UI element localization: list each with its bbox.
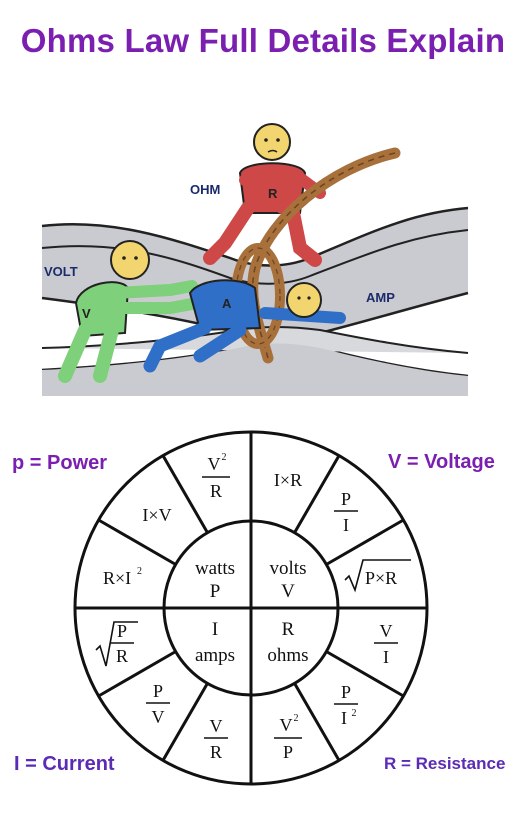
a-letter: A [222, 296, 232, 311]
svg-text:V: V [210, 716, 223, 736]
svg-text:V: V [380, 621, 393, 641]
svg-text:R×I: R×I [103, 568, 131, 588]
amp-character: A [143, 279, 346, 373]
svg-text:I: I [341, 708, 347, 728]
formula-i-times-r: I×R [274, 470, 302, 490]
svg-text:R: R [116, 646, 128, 666]
formula-v2-over-p: V 2 P [274, 713, 302, 762]
formula-p-over-i: P I [334, 489, 358, 535]
svg-text:V: V [280, 715, 293, 735]
amp-label: AMP [366, 290, 395, 305]
formula-p-over-v: P V [146, 681, 170, 727]
svg-text:P: P [117, 621, 127, 641]
svg-text:P×R: P×R [365, 568, 397, 588]
formula-v2-over-r: V 2 R [202, 452, 230, 501]
watts-word: watts [195, 558, 235, 579]
resistance-legend: R = Resistance [384, 754, 506, 773]
amps-symbol: I [212, 619, 218, 640]
svg-text:2: 2 [137, 566, 142, 577]
volts-word: volts [270, 558, 307, 579]
watts-symbol: P [210, 581, 221, 602]
voltage-legend: V = Voltage [388, 451, 495, 473]
volts-symbol: V [281, 581, 295, 602]
ohms-law-cartoon: R V A OHM VOLT AMP [41, 123, 469, 396]
svg-text:V: V [208, 454, 221, 474]
v-letter: V [82, 306, 91, 321]
svg-text:R: R [210, 481, 222, 501]
formula-i-times-v: I×V [142, 505, 171, 525]
ohms-symbol: R [282, 619, 295, 640]
svg-text:V: V [152, 707, 165, 727]
amps-word: amps [195, 645, 235, 666]
current-legend: I = Current [14, 753, 115, 775]
volt-label: VOLT [44, 264, 78, 279]
svg-text:I: I [343, 515, 349, 535]
ohms-word: ohms [267, 645, 308, 666]
formula-r-times-i2: R×I 2 [103, 566, 142, 588]
formula-v-over-i: V I [374, 621, 398, 667]
svg-text:2: 2 [294, 713, 299, 724]
svg-text:2: 2 [222, 452, 227, 463]
ohm-label: OHM [190, 182, 220, 197]
formula-sqrt-p-times-r: P×R [344, 559, 411, 593]
formula-sqrt-p-over-r: P R [95, 621, 138, 667]
ohms-law-wheel: watts P volts V I amps R ohms V 2 R I×V … [73, 430, 429, 786]
power-legend: p = Power [12, 452, 108, 474]
page-title: Ohms Law Full Details Explain [20, 22, 506, 59]
svg-text:2: 2 [352, 708, 357, 719]
svg-text:P: P [341, 489, 351, 509]
svg-text:P: P [283, 742, 293, 762]
formula-v-over-r: V R [204, 716, 228, 762]
volt-character: V [58, 240, 198, 383]
svg-text:I: I [383, 647, 389, 667]
sector-dividers [97, 454, 405, 762]
svg-text:R: R [210, 742, 222, 762]
svg-text:P: P [153, 681, 163, 701]
r-letter: R [268, 186, 278, 201]
formula-p-over-i2: P I 2 [334, 682, 358, 728]
svg-text:P: P [341, 682, 351, 702]
